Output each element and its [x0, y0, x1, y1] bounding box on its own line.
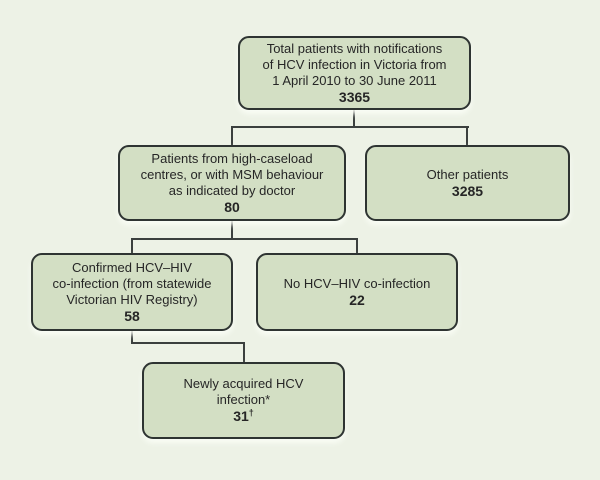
node-content: No HCV–HIV co-infection 22	[258, 276, 456, 309]
node-value: 22	[258, 292, 456, 309]
node-value-number: 58	[124, 307, 140, 324]
connector-highcaseload-stem	[231, 220, 233, 240]
flow-node-other-patients: Other patients 3285	[365, 145, 570, 221]
flow-node-total-patients: Total patients with notifications of HCV…	[238, 36, 471, 110]
node-text-line: as indicated by doctor	[168, 182, 296, 198]
connector-level4-drop	[243, 342, 245, 363]
node-value-number: 22	[349, 291, 365, 308]
node-text-line: Patients from high-caseload	[151, 150, 313, 166]
flow-node-no-coinfection: No HCV–HIV co-infection 22	[256, 253, 458, 331]
node-text-line: co-infection (from statewide	[52, 275, 212, 291]
node-value-number: 80	[224, 198, 240, 215]
node-text-line: Newly acquired HCV	[183, 376, 304, 391]
node-content: Patients from high-caseload centres, or …	[120, 151, 344, 216]
node-value-number: 3285	[451, 182, 484, 199]
node-text-line: Victorian HIV Registry)	[66, 291, 198, 307]
node-content: Other patients 3285	[367, 167, 568, 200]
node-value: 3285	[367, 183, 568, 200]
node-value-suffix: †	[248, 407, 254, 418]
node-text-line: Other patients	[426, 166, 509, 182]
connector-level3-right-drop	[356, 238, 358, 254]
node-content: Newly acquired HCV infection* 31†	[144, 376, 343, 425]
node-text-line: of HCV infection in Victoria from	[262, 56, 447, 72]
node-content: Total patients with notifications of HCV…	[240, 41, 469, 106]
node-value: 3365	[240, 89, 469, 106]
connector-level3-left-drop	[131, 238, 133, 254]
flow-node-high-caseload: Patients from high-caseload centres, or …	[118, 145, 346, 221]
connector-level3-crossbar	[131, 238, 358, 240]
connector-total-stem	[353, 109, 355, 128]
node-content: Confirmed HCV–HIV co-infection (from sta…	[33, 260, 231, 325]
node-text-line: No HCV–HIV co-infection	[283, 275, 431, 291]
node-value: 80	[120, 199, 344, 216]
node-text-line: 1 April 2010 to 30 June 2011	[272, 72, 437, 88]
node-text-line: Total patients with notifications	[266, 40, 443, 56]
connector-level2-crossbar	[231, 126, 469, 128]
connector-level2-left-drop	[231, 126, 233, 146]
node-text-line: infection*	[216, 392, 271, 407]
node-value-number: 3365	[338, 88, 371, 105]
connector-level4-elbow	[131, 342, 245, 344]
node-value-number: 31	[233, 408, 249, 424]
connector-confirmed-stem	[131, 330, 133, 344]
node-value: 31†	[144, 408, 343, 425]
node-value: 58	[33, 308, 231, 325]
flow-node-newly-acquired: Newly acquired HCV infection* 31†	[142, 362, 345, 439]
node-text-line: Confirmed HCV–HIV	[72, 259, 192, 275]
connector-level2-right-drop	[466, 126, 468, 146]
node-text-line: centres, or with MSM behaviour	[140, 166, 324, 182]
flow-node-confirmed-coinfection: Confirmed HCV–HIV co-infection (from sta…	[31, 253, 233, 331]
